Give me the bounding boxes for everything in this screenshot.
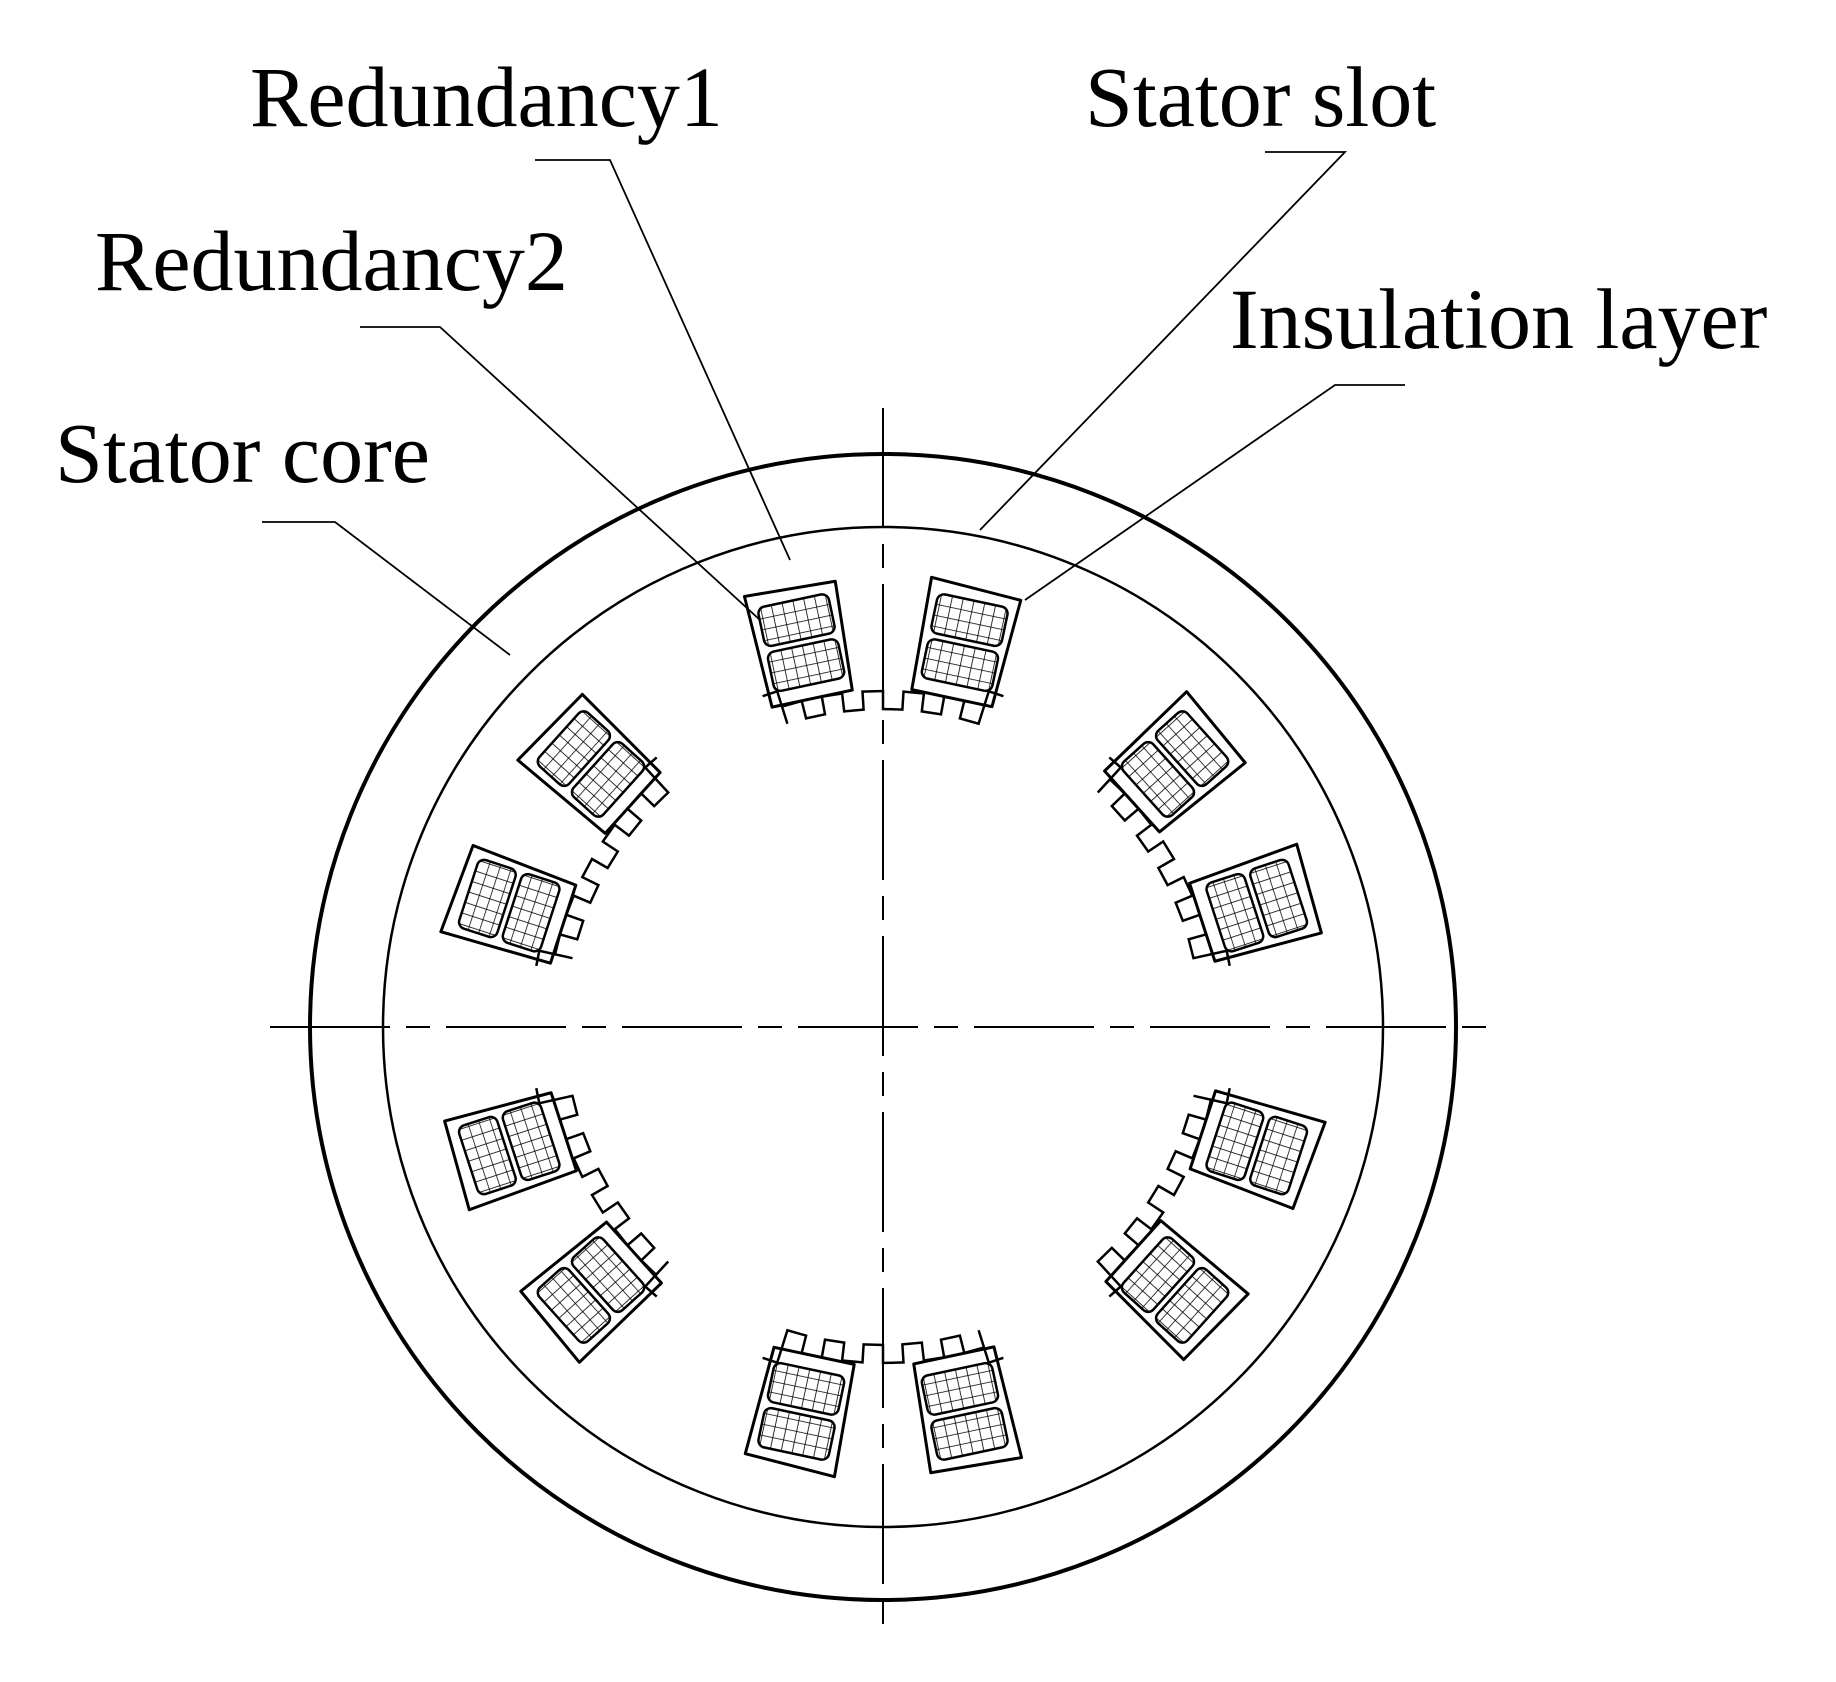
stator-slot-11	[1188, 842, 1323, 963]
stator-slot-2	[742, 579, 854, 709]
stator-slot-3	[516, 692, 662, 835]
label-redundancy2: Redundancy2	[95, 213, 568, 309]
stator-inner-ring	[381, 525, 1385, 1529]
label-redundancy1: Redundancy1	[250, 49, 723, 145]
stator-slot-7	[743, 1345, 856, 1479]
stator-slot-1	[910, 575, 1023, 709]
stator-slots	[439, 575, 1327, 1479]
slot-coils	[920, 593, 1009, 693]
stator-slot-5	[443, 1091, 578, 1212]
rotor-teeth	[535, 689, 1231, 1365]
label-stator-core: Stator core	[55, 405, 430, 501]
stator-slot-12	[1103, 690, 1247, 834]
rotor-teeth-group-5	[1096, 1087, 1231, 1298]
slot-coils	[1205, 858, 1309, 953]
leader-stator-core	[262, 521, 511, 656]
rotor-teeth-group-1	[762, 689, 1004, 726]
label-insulation-layer: Insulation layer	[1230, 271, 1767, 367]
slot-coils	[457, 1101, 561, 1196]
slot-coils	[920, 1361, 1009, 1461]
rotor-teeth-group-4	[762, 1328, 1004, 1365]
slot-coils	[536, 710, 646, 818]
slot-coils	[457, 858, 561, 953]
stator-slot-4	[439, 843, 578, 965]
slot-coils	[536, 1236, 646, 1344]
slot-coils	[1205, 1101, 1309, 1196]
leader-insulation-layer	[1024, 384, 1405, 601]
stator-slot-8	[912, 1345, 1024, 1475]
slot-coils	[1120, 710, 1230, 818]
rotor-teeth-group-6	[1096, 756, 1231, 967]
leader-lines	[262, 151, 1405, 656]
rotor-teeth-group-3	[535, 1087, 670, 1298]
leader-redundancy2	[360, 326, 761, 621]
leader-redundancy1	[535, 159, 791, 561]
slot-coils	[757, 1361, 846, 1461]
label-stator-slot: Stator slot	[1085, 49, 1436, 145]
stator-outer-ring	[308, 452, 1458, 1602]
rotor-teeth-group-2	[535, 756, 670, 967]
leader-stator-slot	[979, 151, 1348, 531]
stator-slot-6	[519, 1220, 663, 1364]
stator-slot-10	[1188, 1089, 1327, 1211]
slot-coils	[1120, 1236, 1230, 1344]
stator-slot-9	[1104, 1219, 1250, 1362]
slot-coils	[757, 593, 846, 693]
